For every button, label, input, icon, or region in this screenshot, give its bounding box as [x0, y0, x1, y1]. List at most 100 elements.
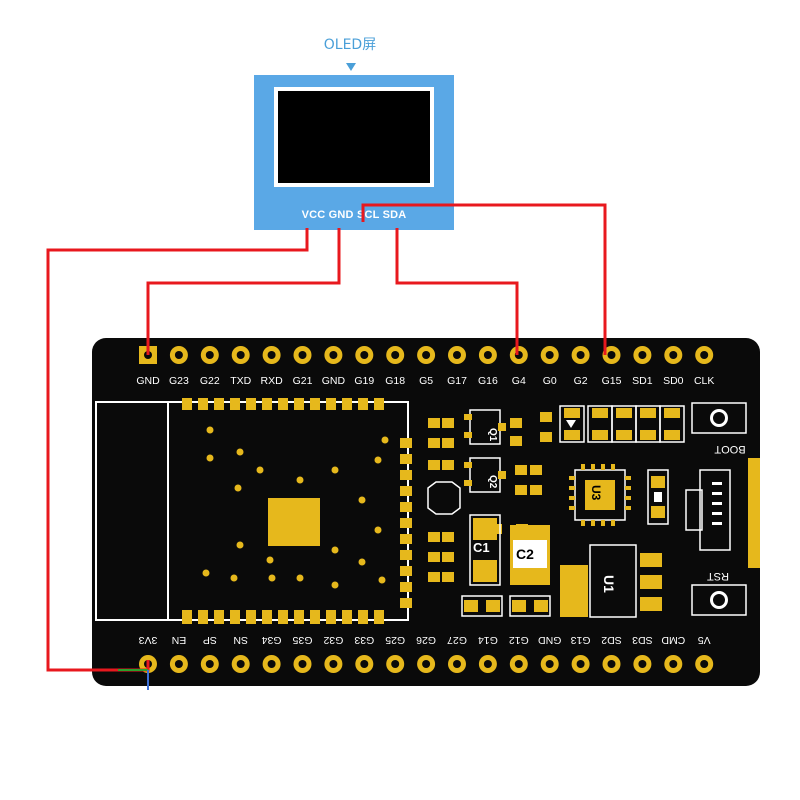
bottom-pin-hole — [360, 660, 369, 668]
module-pad — [400, 502, 412, 512]
via — [206, 454, 214, 462]
top-pin-hole — [205, 351, 214, 359]
module-pad — [278, 610, 288, 624]
top-pin-label: G0 — [543, 375, 557, 387]
via — [358, 496, 366, 504]
module-pad — [214, 610, 224, 624]
c1-label: C1 — [473, 540, 490, 555]
bottom-pin-hole — [329, 660, 338, 668]
top-pin-label: TXD — [230, 375, 251, 387]
top-pin-hole — [638, 351, 647, 359]
via — [331, 546, 339, 554]
bottom-pin-label: V5 — [698, 634, 711, 646]
u3-label: U3 — [589, 485, 603, 501]
origin-axis-icon — [118, 669, 149, 690]
rst-label: RST — [707, 570, 729, 582]
module-pad — [246, 610, 256, 624]
bottom-pin-label: G26 — [416, 634, 436, 646]
top-pin-label: G15 — [602, 375, 622, 387]
module-pad — [262, 398, 272, 410]
via — [268, 574, 276, 582]
module-pad — [400, 566, 412, 576]
module-pads — [182, 398, 412, 624]
via — [331, 466, 339, 474]
rst-button — [691, 584, 747, 616]
bottom-pin-label: SD2 — [601, 634, 622, 646]
via — [378, 576, 386, 584]
top-pin-hole — [607, 351, 616, 359]
boot-label: BOOT — [714, 443, 745, 455]
module-pad — [400, 486, 412, 496]
via — [296, 476, 304, 484]
bottom-pin-hole — [669, 660, 678, 668]
oled-title: OLED屏 — [323, 37, 377, 53]
bottom-pin-hole — [483, 660, 492, 668]
bottom-pin-label: G13 — [571, 634, 591, 646]
usb-connector — [685, 469, 731, 551]
wires — [46, 203, 607, 672]
bottom-pin-hole — [453, 660, 461, 668]
top-pin-hole — [329, 351, 338, 359]
module-pad — [400, 598, 412, 608]
bottom-pin-label: G33 — [354, 634, 374, 646]
top-pin-label: GND — [136, 375, 160, 387]
top-pin-hole — [360, 351, 369, 359]
module-pad — [294, 398, 304, 410]
bottom-pin-label: G32 — [323, 634, 343, 646]
module-pad — [246, 398, 256, 410]
u1-label: U1 — [601, 575, 617, 593]
top-pin-hole — [391, 351, 400, 359]
module-pad — [400, 534, 412, 544]
module-pad — [198, 398, 208, 410]
module-pad — [374, 398, 384, 410]
bottom-pin-label: GND — [538, 634, 562, 646]
top-pin-label: G17 — [447, 375, 467, 387]
bottom-pin-label: G25 — [385, 634, 405, 646]
module-pad — [400, 454, 412, 464]
led-pads — [564, 408, 680, 440]
bottom-pin-label: CMD — [661, 634, 685, 646]
module-pad — [358, 398, 368, 410]
bottom-smd-pads — [464, 600, 548, 612]
via — [202, 569, 210, 577]
via — [236, 448, 244, 456]
top-pin-hole — [453, 351, 461, 359]
oled-bezel — [274, 87, 434, 187]
top-pin-label: G5 — [419, 375, 433, 387]
bottom-pin-label: G14 — [478, 634, 498, 646]
top-pin-label: CLK — [694, 375, 714, 387]
bottom-pin-hole — [267, 660, 276, 668]
oled-screen — [278, 91, 430, 183]
bottom-pin-hole — [205, 660, 214, 668]
top-pin-hole — [669, 351, 678, 359]
u1-regulator — [560, 544, 662, 618]
top-pin-label: G18 — [385, 375, 405, 387]
module-vias — [202, 426, 389, 589]
top-pin-label: GND — [322, 375, 346, 387]
top-pin-label: RXD — [261, 375, 284, 387]
c2-label: C2 — [516, 546, 534, 562]
pcb-board — [92, 338, 760, 686]
u3-chip — [569, 464, 631, 526]
diode-icon — [566, 420, 576, 428]
module-pad — [294, 610, 304, 624]
bottom-pin-hole — [298, 660, 307, 668]
c1-capacitor — [469, 514, 501, 586]
bottom-pin-label: EN — [172, 634, 187, 646]
bottom-pin-hole — [700, 660, 709, 668]
bottom-pin-label: SD3 — [632, 634, 653, 646]
module-pad — [182, 398, 192, 410]
bottom-pin-hole — [422, 660, 431, 668]
wire-vcc-3v3 — [46, 228, 309, 672]
top-pin-label: G23 — [169, 375, 189, 387]
module-pad — [230, 398, 240, 410]
top-pin-label: SD1 — [632, 375, 653, 387]
top-pin-label: G19 — [354, 375, 374, 387]
bottom-smd-outline — [461, 595, 551, 617]
top-pin-hole — [267, 351, 276, 359]
pcb-right-tab — [748, 458, 760, 568]
module-pad — [326, 610, 336, 624]
bottom-pin-hole — [576, 660, 585, 668]
top-pin-hole — [483, 351, 492, 359]
bottom-pin-hole — [607, 660, 616, 668]
